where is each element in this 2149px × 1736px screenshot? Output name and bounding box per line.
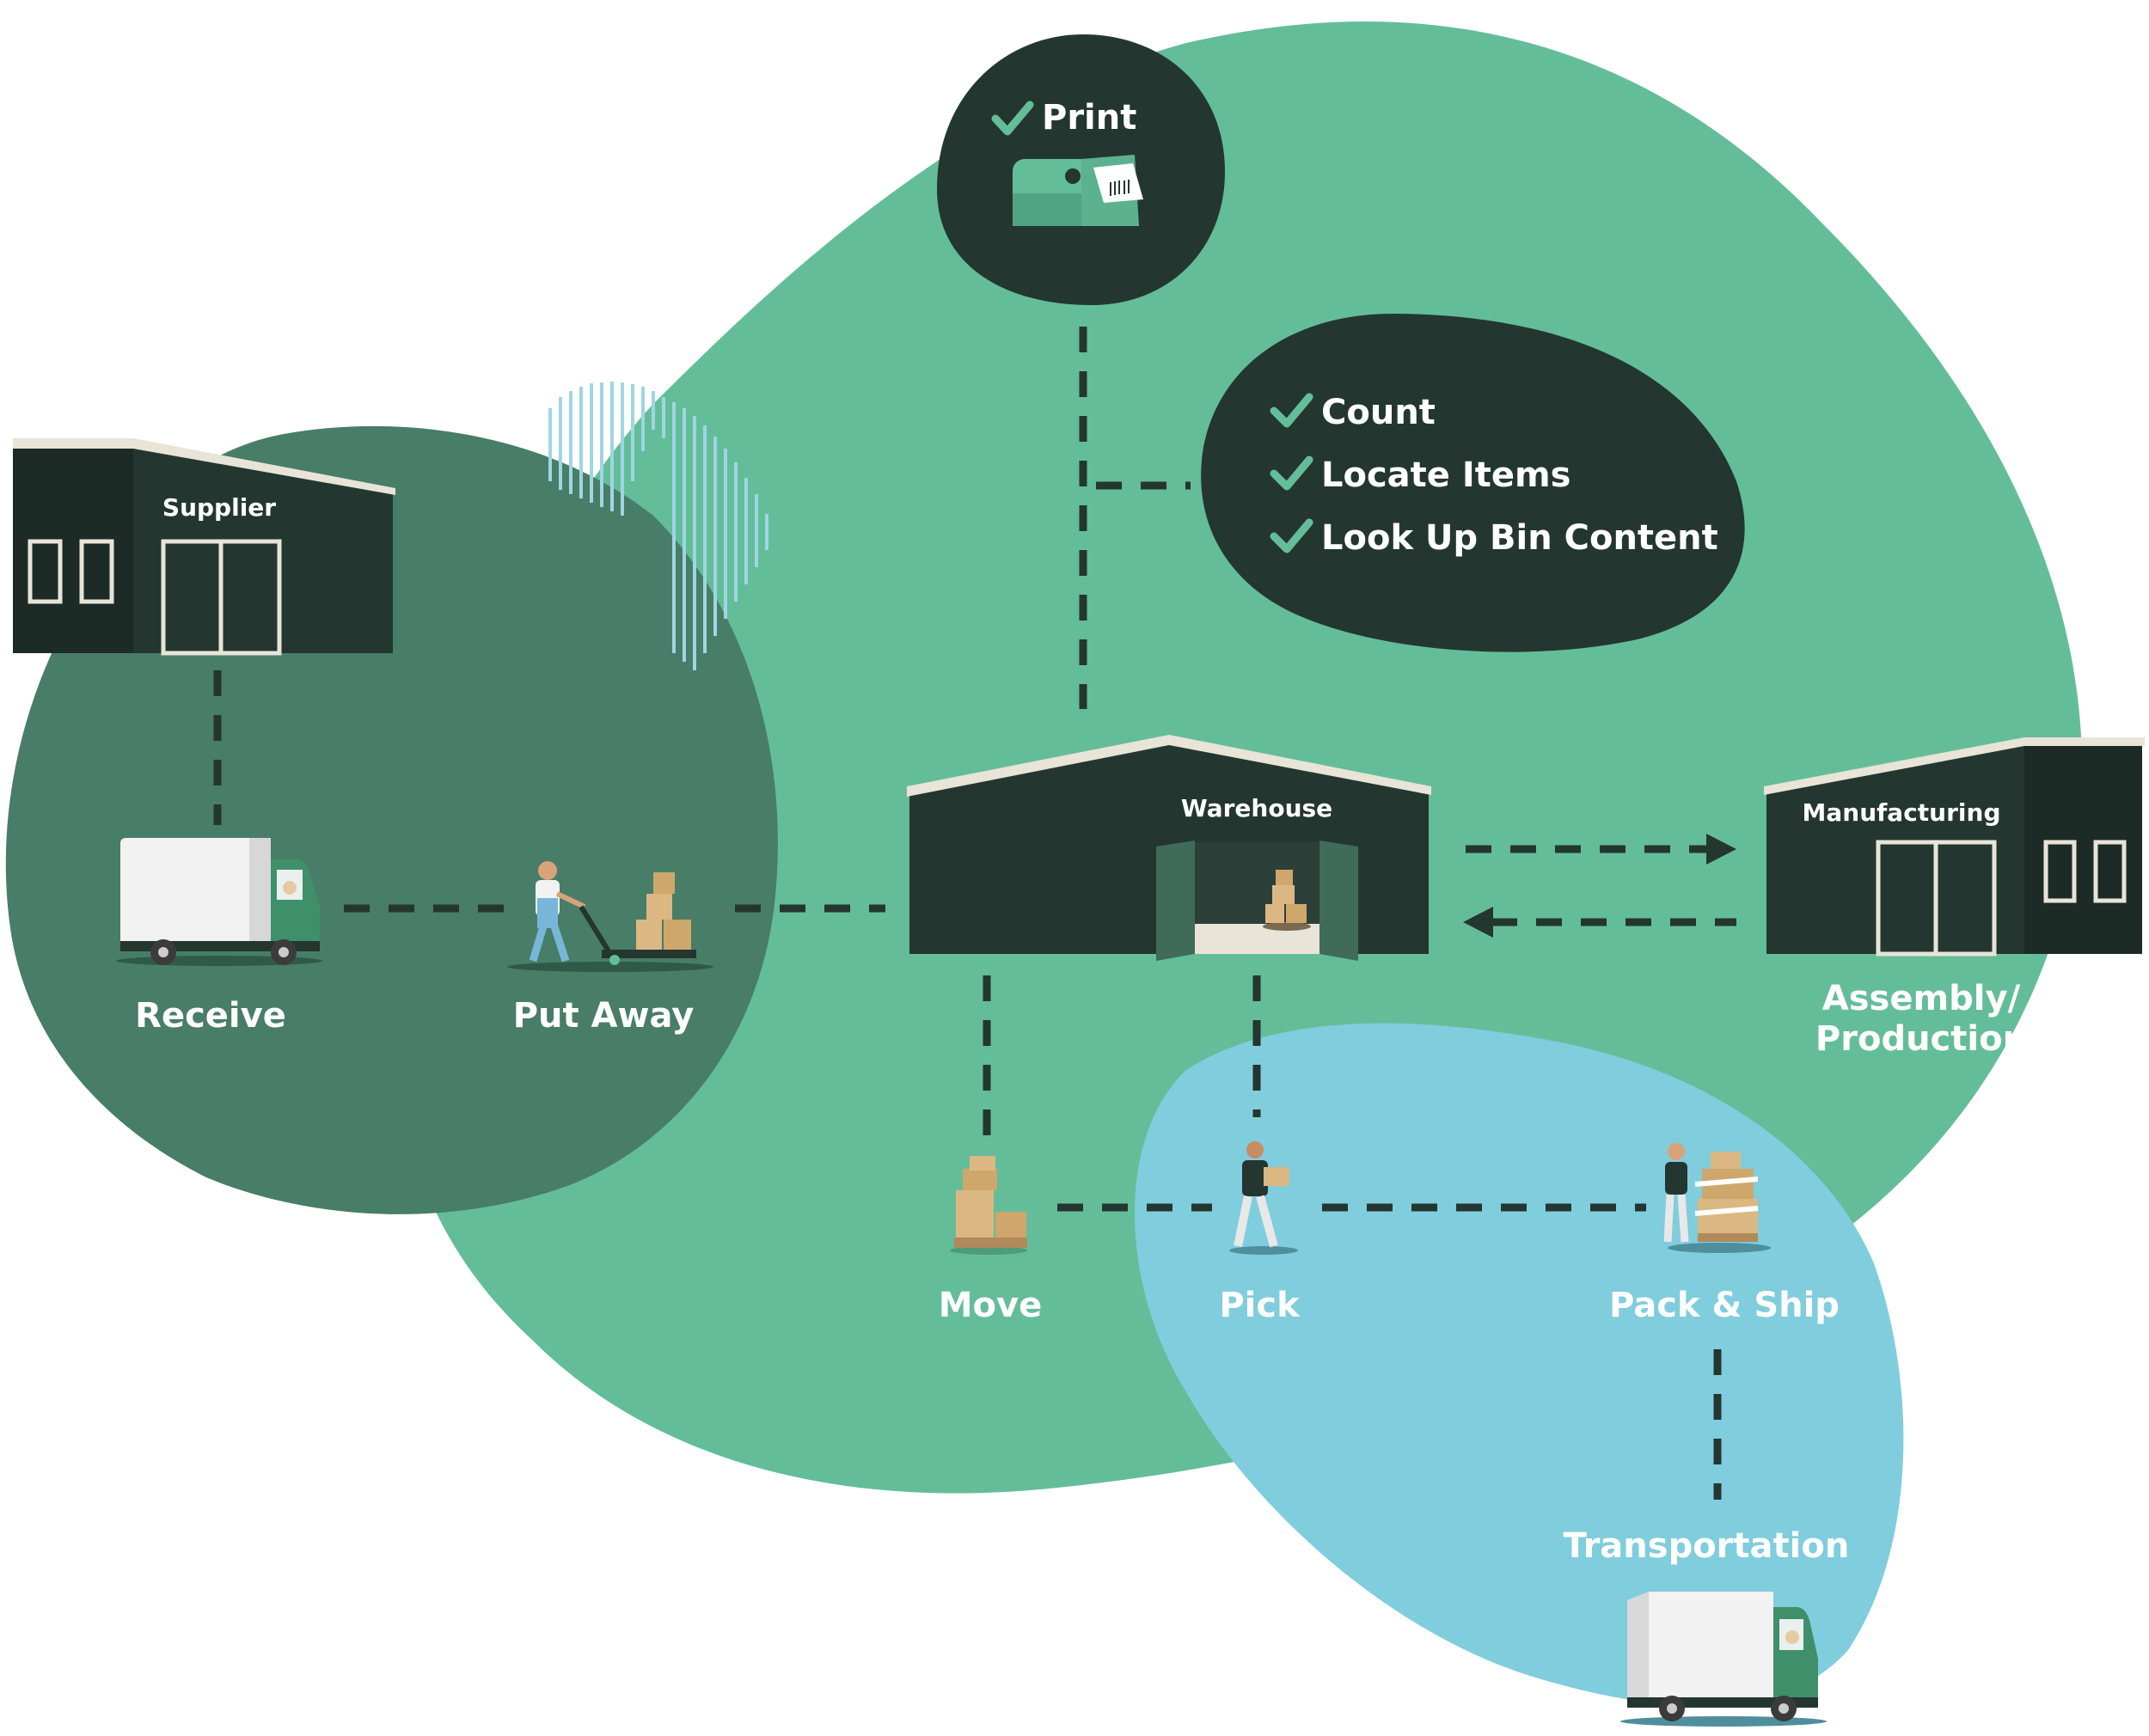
print-label: Print: [1042, 98, 1136, 138]
delivery-truck-icon: [1620, 1592, 1827, 1727]
check-icon: [1270, 455, 1313, 491]
manufacturing-building: Manufacturing: [1764, 737, 2145, 957]
supplier-building: Supplier: [13, 438, 395, 656]
warehouse-label: Warehouse: [1181, 794, 1332, 822]
supplier-label: Supplier: [162, 493, 276, 522]
check-icon: [991, 101, 1034, 136]
manufacturing-label: Manufacturing: [1803, 798, 2001, 827]
barcode-decoration: [548, 382, 768, 670]
step-label-receive: Receive: [135, 996, 286, 1036]
packer-worker-icon: [1663, 1143, 1771, 1253]
checklist-item: Look Up Bin Content: [1321, 518, 1718, 558]
box-stack-icon: [950, 1156, 1027, 1255]
pallet-jack-worker-icon: [507, 861, 713, 972]
arrow-left-icon: [1463, 907, 1493, 938]
checklist-item: Count: [1321, 393, 1436, 432]
step-label-production: Production: [1815, 1019, 2027, 1059]
step-label-assembly: Assembly/: [1822, 979, 2021, 1018]
arrow-right-icon: [1706, 834, 1736, 865]
step-label-put-away: Put Away: [513, 996, 695, 1036]
step-label-transportation: Transportation: [1564, 1526, 1850, 1566]
step-label-pack-ship: Pack & Ship: [1609, 1286, 1840, 1325]
check-icon: [1270, 393, 1313, 428]
checklist-bubble: [1201, 314, 1745, 652]
step-label-pick: Pick: [1219, 1286, 1301, 1325]
picker-worker-icon: [1229, 1141, 1298, 1255]
checklist-item: Locate Items: [1321, 455, 1570, 495]
box-stack-icon: [1263, 870, 1311, 931]
step-label-move: Move: [939, 1286, 1043, 1325]
printer-icon: [1013, 155, 1143, 226]
check-icon: [1270, 518, 1313, 553]
warehouse-building: Warehouse: [907, 735, 1431, 961]
delivery-truck-icon: [116, 838, 322, 966]
checklist: Count Locate Items Look Up Bin Content: [1270, 393, 1718, 558]
